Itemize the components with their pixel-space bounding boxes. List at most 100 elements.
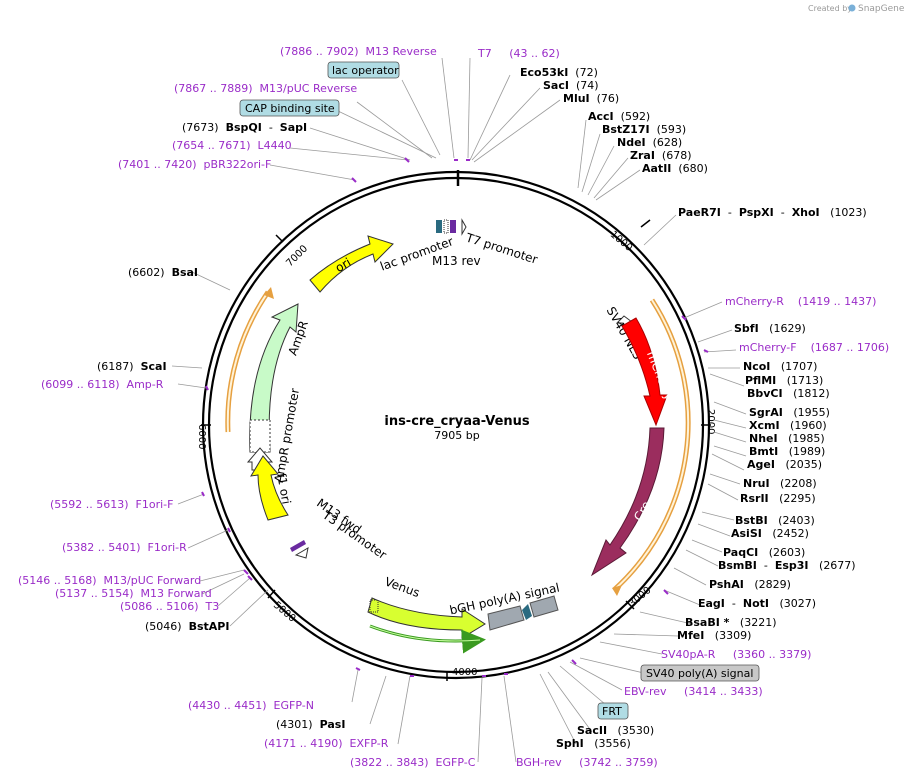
sacii-text: SacII (3530) [577,724,654,737]
label-bstapi: (5046) BstAPI [145,620,229,633]
label-exfp-r: (4171 .. 4190) EXFP-R [264,737,389,750]
feature-ori-label: ori [333,255,354,275]
label-paer7i-pspxi-xhoi: PaeR7I - PspXI - XhoI (1023) [678,206,867,219]
bsai-part: (6602) [128,266,172,279]
snapgene-logo-icon [848,4,856,12]
ebv-rev-part: EBV-rev (3414 .. 3433) [624,685,763,698]
ebv-rev-text: EBV-rev (3414 .. 3433) [624,685,763,698]
eco53ki-part: (72) [568,66,598,79]
ncoi-part: NcoI [743,360,770,373]
paqci-part: (2603) [758,546,805,559]
label-ndei: NdeI (628) [617,136,682,149]
m13-forward-text: (5137 .. 5154) M13 Forward [55,587,212,600]
label-bstz17i: BstZ17I (593) [602,123,686,136]
f1ori-f-part: (5592 .. 5613) F1ori-F [50,498,173,511]
mcherry-cre-orf-arc-inner [613,299,690,591]
m13-fwd-box [290,540,306,552]
label-bspqi-sapi: (7673) BspQI - SapI [182,121,307,134]
paer7i-pspxi-xhoi-part: (1023) [820,206,867,219]
pshai-text: PshAI (2829) [709,578,791,591]
m13-reverse-part: (7886 .. 7902) M13 Reverse [280,45,437,58]
label-agei: AgeI (2035) [747,458,822,471]
label-amp-r: (6099 .. 6118) Amp-R [41,378,164,391]
scai-text: (6187) ScaI [97,360,167,373]
cap-binding-site-text: CAP binding site [245,102,335,115]
feature-bgh-polya [487,605,525,631]
sgrai-part: SgrAI [749,406,783,419]
acci-part: AccI [588,110,614,123]
feature-mcherry [621,317,668,427]
egfp-c-part: (3822 .. 3843) EGFP-C [350,756,476,769]
bstapi-part: BstAPI [189,620,230,633]
bspqi-sapi-part: BspQI [226,121,262,134]
acci-text: AccI (592) [588,110,650,123]
bsabi-text: BsaBI * (3221) [685,616,777,629]
nhei-text: NheI (1985) [749,432,825,445]
t3-promoter-arrow [294,547,309,559]
ncoi-part: (1707) [770,360,817,373]
label-m13-reverse: (7886 .. 7902) M13 Reverse [280,45,437,58]
label-bmti: BmtI (1989) [749,445,825,458]
xcmi-text: XcmI (1960) [749,419,827,432]
ncoi-text: NcoI (1707) [743,360,817,373]
paer7i-pspxi-xhoi-text: PaeR7I - PspXI - XhoI (1023) [678,206,867,219]
bsmbi-esp3i-text: BsmBI - Esp3I (2677) [718,559,856,572]
nrui-text: NruI (2208) [743,477,817,490]
label-pflmi: PflMI (1713) [745,374,823,387]
xcmi-part: XcmI [749,419,780,432]
l4440-part: (7654 .. 7671) L4440 [172,139,292,152]
ndei-part: NdeI [617,136,646,149]
label-t3: (5086 .. 5106) T3 [120,600,219,613]
label-l4440: (7654 .. 7671) L4440 [172,139,292,152]
label-aatii: AatII (680) [642,162,708,175]
lac-operator-text: lac operator [332,64,399,77]
mcherry-r-part: mCherry-R (1419 .. 1437) [725,295,876,308]
zrai-part: (678) [655,149,692,162]
label-ncoi: NcoI (1707) [743,360,817,373]
tick-label-2000: 2000 [705,409,716,434]
frt-part: FRT [602,705,622,718]
bbvci-text: BbvCI (1812) [747,387,830,400]
bsmbi-esp3i-part: (2677) [809,559,856,572]
bgh-rev-text: BGH-rev (3742 .. 3759) [516,756,658,769]
label-cap-binding-site: CAP binding site [239,99,340,117]
aatii-part: (680) [671,162,708,175]
feature-f1-ori-label: f1 ori [274,472,293,505]
sgrai-text: SgrAI (1955) [749,406,830,419]
pasi-text: (4301) PasI [276,718,345,731]
paer7i-pspxi-xhoi-part: - [774,206,792,219]
feature-ori [309,235,394,293]
pflmi-part: PflMI [745,374,776,387]
zrai-part: ZraI [630,149,655,162]
bsai-text: (6602) BsaI [128,266,198,279]
bstz17i-part: (593) [650,123,687,136]
t7-promoter-arrow [461,218,467,236]
label-scai: (6187) ScaI [97,360,167,373]
credit-prefix: Created by [808,4,852,13]
asisi-part: AsiSI [731,527,762,540]
cap-binding-site-part: CAP binding site [245,102,335,115]
label-egfp-c: (3822 .. 3843) EGFP-C [350,756,476,769]
eagi-noti-text: EagI - NotI (3027) [698,597,816,610]
nrui-part: (2208) [770,477,817,490]
saci-part: SacI [543,79,569,92]
nhei-part: (1985) [778,432,825,445]
feature-sv40-polya-box [529,595,559,618]
f1ori-f-text: (5592 .. 5613) F1ori-F [50,498,173,511]
label-egfp-n: (4430 .. 4451) EGFP-N [188,699,314,712]
sacii-part: (3530) [607,724,654,737]
lac-operator-part: lac operator [332,64,399,77]
bspqi-sapi-part: - [262,121,280,134]
ampr-orf-arc-inner [226,291,269,433]
label-sv40pa-r: SV40pA-R (3360 .. 3379) [661,648,811,661]
egfp-n-text: (4430 .. 4451) EGFP-N [188,699,314,712]
sacii-part: SacII [577,724,607,737]
bgh-rev-part: BGH-rev (3742 .. 3759) [516,756,658,769]
scai-part: ScaI [141,360,167,373]
bstbi-part: BstBI [735,514,768,527]
pshai-part: (2829) [744,578,791,591]
sbfi-part: (1629) [759,322,806,335]
tick-label-4000: 4000 [452,667,477,678]
label-eagi-noti: EagI - NotI (3027) [698,597,816,610]
agei-part: (2035) [775,458,822,471]
